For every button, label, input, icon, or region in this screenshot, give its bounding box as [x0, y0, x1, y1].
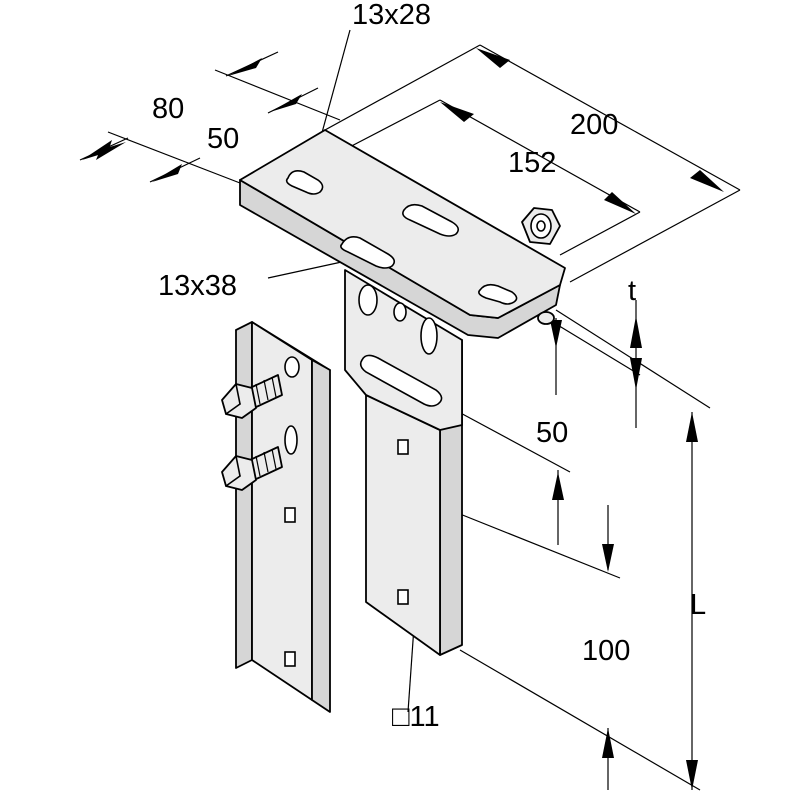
top-plate [239, 129, 566, 339]
slot-mid-label: 13x38 [158, 270, 237, 302]
slot-hole [284, 425, 298, 455]
height-100-label: 100 [582, 635, 630, 667]
length-200-label: 200 [570, 109, 618, 141]
long-slot-hole [359, 354, 443, 407]
height-50-label: 50 [536, 417, 568, 449]
hex-bolt [221, 446, 283, 491]
square-hole [397, 589, 409, 605]
small-nut-under-plate [537, 311, 555, 325]
dimension-arrows [82, 48, 724, 790]
round-hole [284, 356, 300, 378]
slot-hole [402, 203, 460, 237]
square-hole-label: □11 [392, 701, 440, 733]
hex-bolt [221, 374, 283, 419]
square-hole [284, 507, 296, 523]
slot-hole [340, 236, 396, 269]
vertical-arm [344, 269, 463, 656]
slot-hole [285, 170, 324, 195]
square-hole [397, 439, 409, 455]
slot-hole [478, 283, 518, 305]
loose-channel-bracket [235, 321, 331, 713]
length-L-label: L [690, 589, 706, 621]
width-80-label: 80 [152, 93, 184, 125]
square-hole [284, 651, 296, 667]
round-hole [393, 302, 407, 322]
length-152-label: 152 [508, 147, 556, 179]
round-hole [420, 317, 438, 355]
slot-top-label: 13x28 [352, 0, 431, 31]
thickness-label: t [628, 275, 636, 307]
hex-nut [521, 207, 561, 245]
round-hole [358, 284, 378, 316]
width-50-label: 50 [207, 123, 239, 155]
